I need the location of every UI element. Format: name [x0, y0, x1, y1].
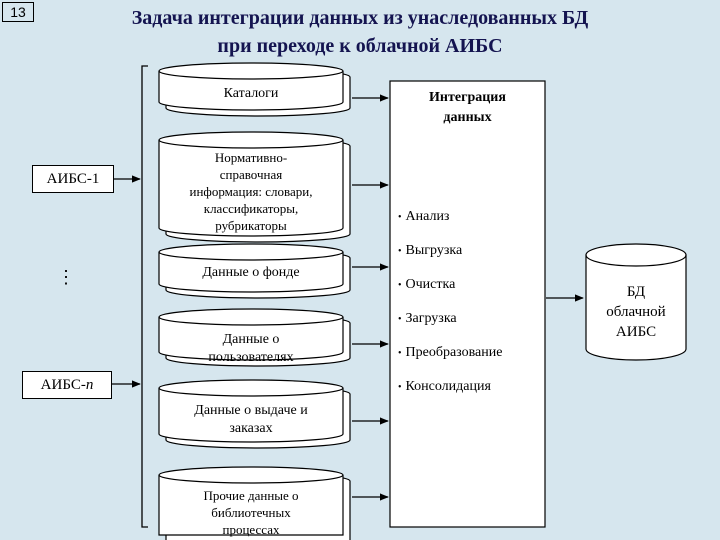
- ellipsis-vertical: ⋮: [56, 268, 76, 286]
- source-aibs-n: АИБС-n: [22, 371, 112, 399]
- integration-title-line-1: Интеграция: [429, 90, 506, 105]
- operation-label: Анализ: [405, 209, 450, 224]
- integration-box: [389, 80, 546, 528]
- db-label-line: пользователях: [208, 350, 294, 364]
- aibs-n-suffix: n: [85, 377, 94, 393]
- db-label-line: справочная: [219, 167, 283, 182]
- db-label-line: рубрикаторы: [215, 218, 287, 233]
- operation-item: •Консолидация: [398, 378, 543, 412]
- operation-label: Загрузка: [405, 311, 457, 326]
- bullet-icon: •: [398, 212, 402, 223]
- db-collection-data-label: Данные о фонде: [159, 264, 343, 282]
- target-db-cylinder: [585, 243, 687, 361]
- bullet-icon: •: [398, 382, 402, 393]
- db-label-line: процессах: [222, 522, 280, 537]
- integration-title: Интеграция данных: [390, 88, 545, 128]
- page-title: Задача интеграции данных из унаследованн…: [60, 4, 660, 60]
- title-line-1: Задача интеграции данных из унаследованн…: [131, 7, 589, 29]
- db-loans-orders: [158, 379, 351, 449]
- operation-item: •Анализ: [398, 208, 543, 242]
- source-aibs-1: АИБС-1: [32, 165, 114, 193]
- db-other-process-data: [158, 466, 351, 540]
- db-label-line: информация: словари,: [189, 184, 313, 199]
- integration-title-line-2: данных: [443, 110, 492, 125]
- target-db-line-2: облачной: [606, 304, 666, 320]
- db-label-line: Нормативно-: [214, 150, 288, 165]
- db-loans-orders-label: Данные о выдаче и заказах: [159, 402, 343, 438]
- db-collection-data: [158, 243, 351, 299]
- db-label-line: классификаторы,: [203, 201, 299, 216]
- db-label-line: Прочие данные о: [203, 488, 299, 503]
- db-reference-info-label: Нормативно- справочная информация: слова…: [159, 149, 343, 241]
- operation-item: •Очистка: [398, 276, 543, 310]
- db-label-line: Данные о фонде: [202, 265, 300, 280]
- operation-label: Выгрузка: [405, 243, 463, 258]
- target-db-label: БД облачной АИБС: [586, 282, 686, 342]
- db-label-line: заказах: [229, 421, 273, 436]
- target-db-line-3: АИБС: [615, 324, 657, 340]
- bullet-icon: •: [398, 246, 402, 257]
- operation-label: Очистка: [405, 277, 456, 292]
- operation-label: Консолидация: [405, 379, 491, 394]
- db-other-process-data-label: Прочие данные о библиотечных процессах: [159, 487, 343, 540]
- bullet-icon: •: [398, 280, 402, 291]
- operation-label: Преобразование: [405, 345, 503, 360]
- db-label-line: Каталоги: [223, 86, 279, 101]
- operation-item: •Загрузка: [398, 310, 543, 344]
- db-catalogs: [158, 62, 351, 117]
- aibs-n-prefix: АИБС-: [40, 377, 86, 393]
- integration-operations-list: •Анализ •Выгрузка •Очистка •Загрузка •Пр…: [398, 208, 543, 412]
- title-line-2: при переходе к облачной АИБС: [217, 35, 503, 57]
- db-label-line: Данные о: [222, 332, 280, 347]
- operation-item: •Выгрузка: [398, 242, 543, 276]
- operation-item: •Преобразование: [398, 344, 543, 378]
- target-db-line-1: БД: [626, 284, 646, 300]
- ellipsis-glyph: ⋮: [57, 267, 75, 287]
- db-label-line: библиотечных: [211, 505, 291, 520]
- bullet-icon: •: [398, 348, 402, 359]
- source-bracket: [141, 65, 148, 528]
- db-user-data-label: Данные о пользователях: [159, 331, 343, 364]
- db-reference-info: [158, 131, 351, 243]
- slide-number: 13: [2, 2, 34, 22]
- db-user-data: [158, 308, 351, 367]
- db-catalogs-label: Каталоги: [159, 85, 343, 103]
- db-label-line: Данные о выдаче и: [194, 403, 308, 418]
- bullet-icon: •: [398, 314, 402, 325]
